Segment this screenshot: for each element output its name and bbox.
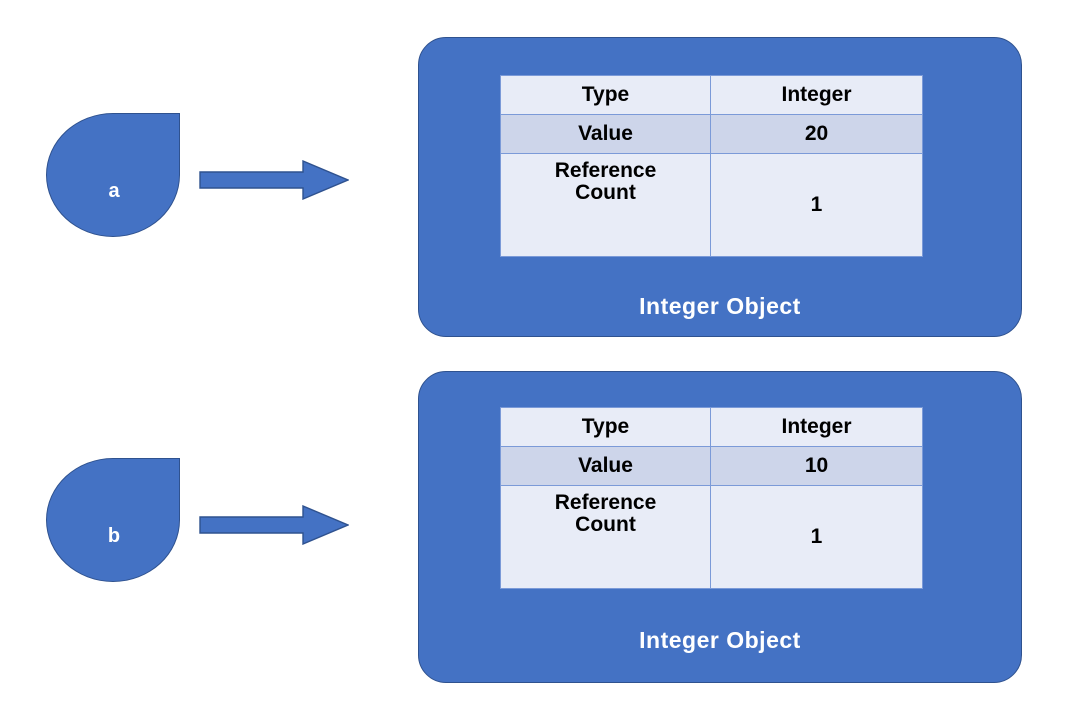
integer-object-caption-b: Integer Object <box>639 627 801 653</box>
right-arrow-icon <box>199 160 349 200</box>
cell-refcount-label: Reference Count <box>500 485 711 589</box>
integer-object-table-a: Type Integer Value 20 Reference Count 1 <box>500 75 923 257</box>
cell-value-value: 10 <box>710 446 923 486</box>
variable-a-label: a <box>108 180 120 202</box>
cell-value-label: Value <box>500 446 711 486</box>
cell-type-label: Type <box>500 407 711 447</box>
cell-type-value: Integer <box>710 407 923 447</box>
cell-type-value: Integer <box>710 75 923 115</box>
variable-b-label: b <box>107 525 121 547</box>
table-row: Reference Count 1 <box>500 485 923 589</box>
table-row: Type Integer <box>500 407 923 447</box>
cell-refcount-value: 1 <box>710 153 923 257</box>
integer-object-table-b: Type Integer Value 10 Reference Count 1 <box>500 407 923 589</box>
integer-object-caption-a: Integer Object <box>639 293 801 319</box>
cell-refcount-label-line2: Count <box>575 513 636 537</box>
reference-arrow-a <box>199 160 349 200</box>
right-arrow-icon <box>199 505 349 545</box>
cell-value-label: Value <box>500 114 711 154</box>
variable-b-shape[interactable]: b <box>46 458 180 582</box>
cell-refcount-value: 1 <box>710 485 923 589</box>
table-row: Reference Count 1 <box>500 153 923 257</box>
table-row: Type Integer <box>500 75 923 115</box>
integer-object-panel-b: Type Integer Value 10 Reference Count 1 … <box>418 371 1022 683</box>
cell-value-value: 20 <box>710 114 923 154</box>
variable-a-shape[interactable]: a <box>46 113 180 237</box>
reference-arrow-b <box>199 505 349 545</box>
table-row: Value 10 <box>500 446 923 486</box>
table-row: Value 20 <box>500 114 923 154</box>
cell-refcount-label-line2: Count <box>575 181 636 205</box>
integer-object-panel-a: Type Integer Value 20 Reference Count 1 … <box>418 37 1022 337</box>
cell-refcount-label-line1: Reference <box>554 491 657 514</box>
cell-type-label: Type <box>500 75 711 115</box>
cell-refcount-label: Reference Count <box>500 153 711 257</box>
cell-refcount-label-line1: Reference <box>554 159 657 182</box>
